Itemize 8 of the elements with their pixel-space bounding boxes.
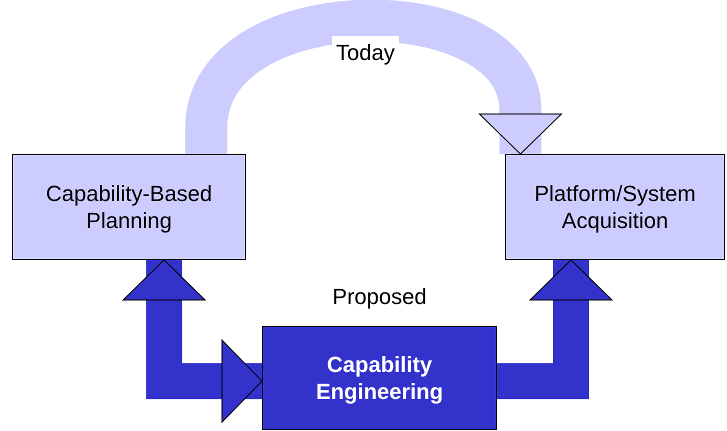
process-box <box>505 154 725 260</box>
node-caption: Proposed <box>331 283 428 310</box>
process-box <box>12 154 246 260</box>
block-arrow <box>497 260 612 400</box>
block-arrow <box>122 260 262 423</box>
node-text: Capability Engineering <box>314 350 444 406</box>
node-text: Capability-Based Planning <box>44 180 214 234</box>
node-text: Platform/System Acquisition <box>533 180 697 234</box>
